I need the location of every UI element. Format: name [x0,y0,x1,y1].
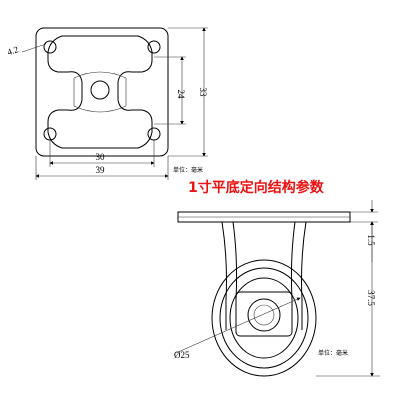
wheel-outer [211,259,317,377]
wheel-rim [229,277,299,359]
outer-width-dim: 39 [96,165,106,175]
mount-hole-top-left [43,40,57,54]
outer-height-dim: 33 [198,88,208,98]
hole-leader [21,43,47,53]
inner-height-dim: 24 [176,90,186,100]
top-unit-label: 单位：毫米 [173,166,203,174]
mount-hole-bottom-right [147,127,161,141]
hole-dim: 4.2 [6,44,20,57]
plate-outline [35,27,169,157]
axle [253,304,275,326]
plate-thickness-dim: 1.5 [366,234,376,246]
side-view: Ø25 1.5 37.5 单位：毫米 [174,200,380,377]
fork-left-inner [232,221,238,301]
fork-right-outer [301,221,307,330]
inner-width-dim: 30 [96,152,106,162]
fork-right-inner [290,221,296,301]
side-unit-label: 单位：毫米 [318,349,348,357]
fork-left-outer [221,221,227,330]
axle-hub [247,298,281,332]
wheel-dim: Ø25 [174,350,190,360]
top-plate-view: 4.2 24 33 30 39 单位：毫米 [6,27,208,180]
wheel-dim-leader [175,297,301,354]
plate-boss [73,71,127,113]
fork-bracket [235,291,293,337]
plate-inner-outline [47,35,153,149]
page-title: 1寸平底定向结构参数 [188,179,325,196]
wheel-tread [219,267,309,369]
mount-hole-top-right [147,40,161,54]
center-hole [90,80,110,100]
total-height-dim: 37.5 [366,290,376,306]
